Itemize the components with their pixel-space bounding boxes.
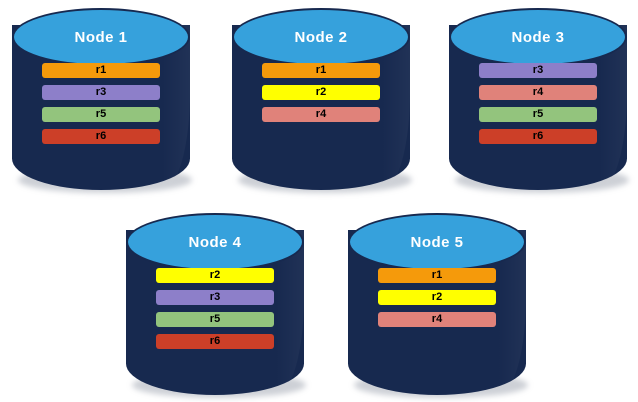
replica-label: r3 <box>209 291 221 303</box>
cylinder-top-disc: Node 5 <box>348 213 526 271</box>
cylinder-top-disc: Node 3 <box>449 8 627 66</box>
replica-label: r2 <box>431 291 443 303</box>
replica-label: r4 <box>315 108 327 120</box>
replica-bar[interactable]: r1 <box>378 268 496 283</box>
replica-list: r2 r3 r5 r6 <box>126 268 304 349</box>
node-title: Node 1 <box>74 28 128 46</box>
replica-label: r2 <box>315 86 327 98</box>
node-title: Node 3 <box>511 28 565 46</box>
replica-label: r3 <box>95 86 107 98</box>
cylinder-top-disc: Node 4 <box>126 213 304 271</box>
replica-bar[interactable]: r5 <box>42 107 160 122</box>
node-title: Node 5 <box>410 233 464 251</box>
replica-label: r6 <box>532 130 544 142</box>
replica-label: r6 <box>209 335 221 347</box>
replica-list: r1 r3 r5 r6 <box>12 63 190 144</box>
replica-bar[interactable]: r1 <box>262 63 380 78</box>
replica-bar[interactable]: r1 <box>42 63 160 78</box>
replica-label: r2 <box>209 269 221 281</box>
cylinder-top-disc: Node 1 <box>12 8 190 66</box>
replica-list: r1 r2 r4 <box>348 268 526 327</box>
node-cylinder-4[interactable]: Node 4 r2 r3 r5 r6 <box>126 213 306 398</box>
replica-label: r4 <box>431 313 443 325</box>
replica-bar[interactable]: r5 <box>156 312 274 327</box>
replica-label: r5 <box>209 313 221 325</box>
replica-bar[interactable]: r4 <box>479 85 597 100</box>
node-cylinder-2[interactable]: Node 2 r1 r2 r4 <box>232 8 412 193</box>
replica-label: r5 <box>95 108 107 120</box>
replica-label: r6 <box>95 130 107 142</box>
cylinder-top-disc: Node 2 <box>232 8 410 66</box>
replica-bar[interactable]: r2 <box>156 268 274 283</box>
replica-list: r3 r4 r5 r6 <box>449 63 627 144</box>
replica-label: r1 <box>431 269 443 281</box>
replica-label: r1 <box>95 64 107 76</box>
node-cylinder-1[interactable]: Node 1 r1 r3 r5 r6 <box>12 8 192 193</box>
replica-label: r1 <box>315 64 327 76</box>
replica-bar[interactable]: r4 <box>262 107 380 122</box>
replica-label: r5 <box>532 108 544 120</box>
replica-bar[interactable]: r3 <box>42 85 160 100</box>
replica-bar[interactable]: r2 <box>378 290 496 305</box>
replica-label: r3 <box>532 64 544 76</box>
replica-bar[interactable]: r6 <box>479 129 597 144</box>
replica-bar[interactable]: r3 <box>156 290 274 305</box>
replica-bar[interactable]: r3 <box>479 63 597 78</box>
replica-bar[interactable]: r4 <box>378 312 496 327</box>
node-cylinder-3[interactable]: Node 3 r3 r4 r5 r6 <box>449 8 629 193</box>
node-cylinder-5[interactable]: Node 5 r1 r2 r4 <box>348 213 528 398</box>
replica-label: r4 <box>532 86 544 98</box>
replica-bar[interactable]: r2 <box>262 85 380 100</box>
node-title: Node 2 <box>294 28 348 46</box>
replica-bar[interactable]: r5 <box>479 107 597 122</box>
replica-bar[interactable]: r6 <box>42 129 160 144</box>
replica-list: r1 r2 r4 <box>232 63 410 122</box>
node-title: Node 4 <box>188 233 242 251</box>
replica-bar[interactable]: r6 <box>156 334 274 349</box>
